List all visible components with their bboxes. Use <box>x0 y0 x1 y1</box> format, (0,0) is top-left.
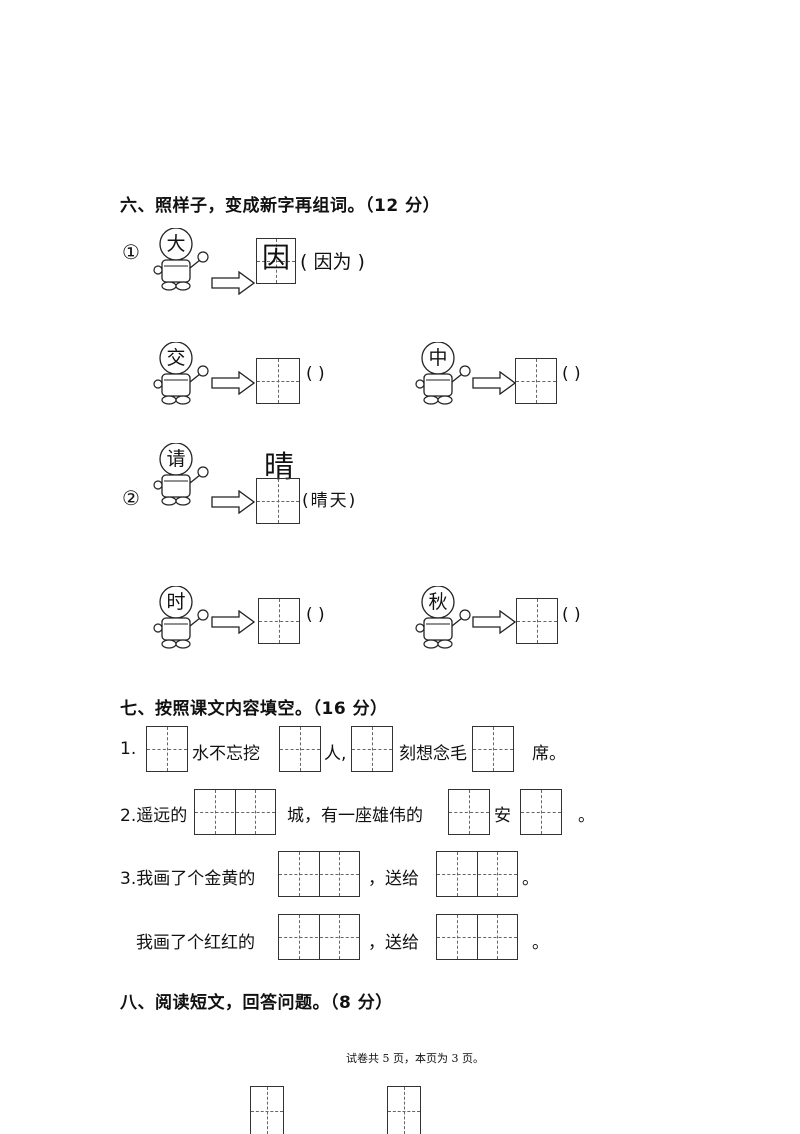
doll-figure: 大 <box>152 228 212 292</box>
answer-box[interactable] <box>448 789 490 835</box>
answer-box <box>387 1086 421 1134</box>
doll-icon <box>415 342 471 405</box>
question-text: 城，有一座雄伟的 <box>287 806 423 826</box>
answer-char: 因 <box>261 241 290 274</box>
question-text: 人, <box>324 744 347 764</box>
arrow-right-icon <box>472 610 516 634</box>
question-text: 我画了个红红的 <box>136 933 255 953</box>
answer-box-double[interactable] <box>194 789 276 835</box>
question-text: 水不忘挖 <box>192 744 260 764</box>
answer-box-filled: 因 <box>256 238 296 284</box>
section-6-heading: 六、照样子，变成新字再组词。（12 分） <box>120 196 441 216</box>
word-blank[interactable]: ( ) <box>306 605 325 625</box>
answer-box[interactable] <box>516 598 558 644</box>
page-footer: 试卷共 5 页，本页为 3 页。 <box>346 1052 484 1065</box>
question-text: 刻想念毛 <box>399 744 467 764</box>
word-blank[interactable]: ( ) <box>306 364 325 384</box>
question-text: ，送给 <box>368 869 419 889</box>
doll-figure: 交 <box>152 342 212 406</box>
answer-box[interactable] <box>520 789 562 835</box>
arrow-right-icon <box>211 271 255 295</box>
answer-box-double[interactable] <box>278 914 360 960</box>
arrow-right-icon <box>211 371 255 395</box>
answer-box[interactable] <box>351 726 393 772</box>
doll-icon <box>153 586 209 649</box>
question-text: ，送给 <box>368 933 419 953</box>
doll-char: 秋 <box>428 591 448 613</box>
answer-box[interactable] <box>515 358 557 404</box>
doll-char: 中 <box>428 347 448 369</box>
doll-figure: 秋 <box>414 586 474 650</box>
answer-char: 晴 <box>264 450 294 485</box>
answer-box[interactable] <box>472 726 514 772</box>
arrow-right-icon <box>472 371 516 395</box>
doll-char: 交 <box>166 347 186 369</box>
word-blank[interactable]: ( ) <box>562 364 581 384</box>
question-text: 3.我画了个金黄的 <box>120 869 256 889</box>
group-2-marker: ② <box>122 486 140 510</box>
answer-box-double[interactable] <box>436 851 518 897</box>
question-number: 1. <box>120 739 137 759</box>
section-8-heading: 八、阅读短文，回答问题。（8 分） <box>120 993 393 1013</box>
question-text: 。 <box>522 869 539 889</box>
answer-box[interactable] <box>279 726 321 772</box>
doll-icon <box>153 342 209 405</box>
doll-icon <box>153 443 209 506</box>
arrow-right-icon <box>211 610 255 634</box>
answer-box[interactable] <box>258 598 300 644</box>
answer-box-filled <box>256 478 300 524</box>
answer-box <box>250 1086 284 1134</box>
doll-char: 请 <box>166 448 186 470</box>
question-text: 。 <box>532 933 549 953</box>
doll-figure: 时 <box>152 586 212 650</box>
doll-char: 时 <box>166 591 186 613</box>
question-text: 安 <box>494 806 511 826</box>
doll-char: 大 <box>166 233 186 255</box>
answer-box-double[interactable] <box>436 914 518 960</box>
section-7-heading: 七、按照课文内容填空。（16 分） <box>120 699 388 719</box>
doll-figure: 中 <box>414 342 474 406</box>
doll-figure: 请 <box>152 443 212 507</box>
question-text: 2.遥远的 <box>120 806 188 826</box>
example-word: ( 因为 ) <box>300 251 365 273</box>
answer-box-double[interactable] <box>278 851 360 897</box>
answer-box[interactable] <box>256 358 300 404</box>
example-word: (晴天) <box>302 491 358 511</box>
question-text: 席。 <box>532 744 566 764</box>
group-1-marker: ① <box>122 240 140 264</box>
question-text: 。 <box>578 806 595 826</box>
doll-icon <box>415 586 471 649</box>
answer-box[interactable] <box>146 726 188 772</box>
doll-icon <box>153 228 209 291</box>
word-blank[interactable]: ( ) <box>562 605 581 625</box>
arrow-right-icon <box>211 490 255 514</box>
